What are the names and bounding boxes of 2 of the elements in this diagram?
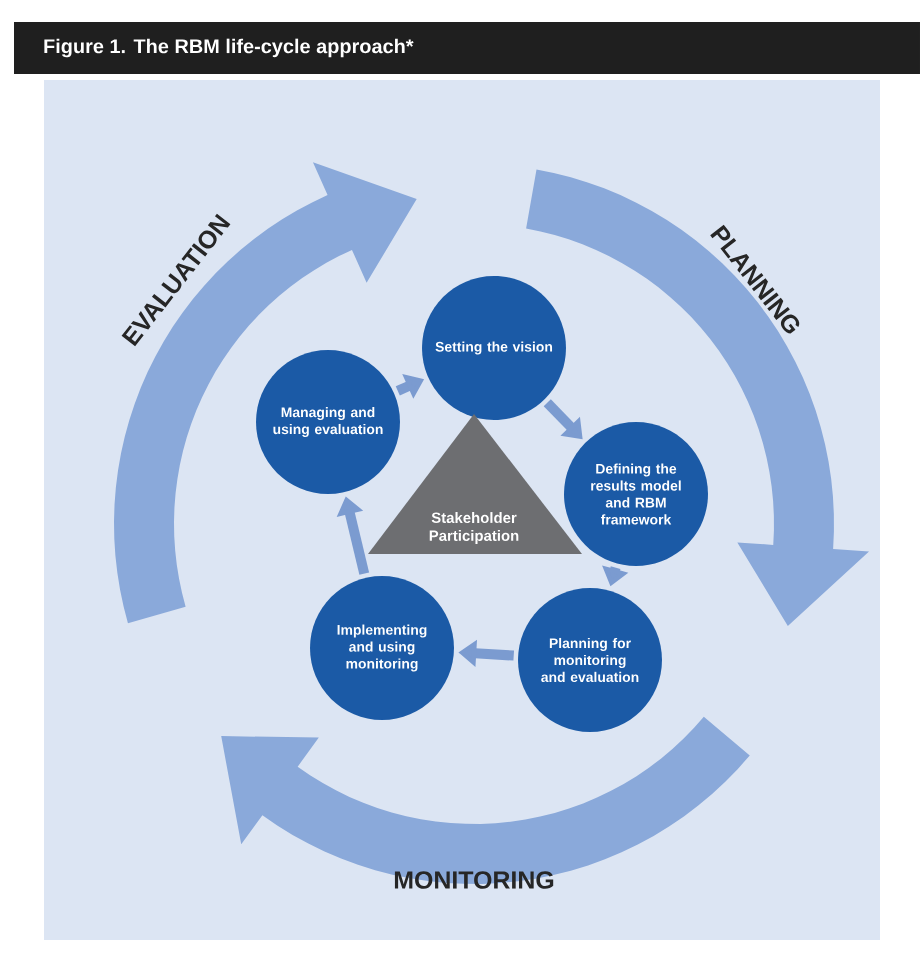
title-bar: Figure 1. The RBM life-cycle approach* [14,22,920,74]
stage-label: MONITORING [394,871,554,889]
